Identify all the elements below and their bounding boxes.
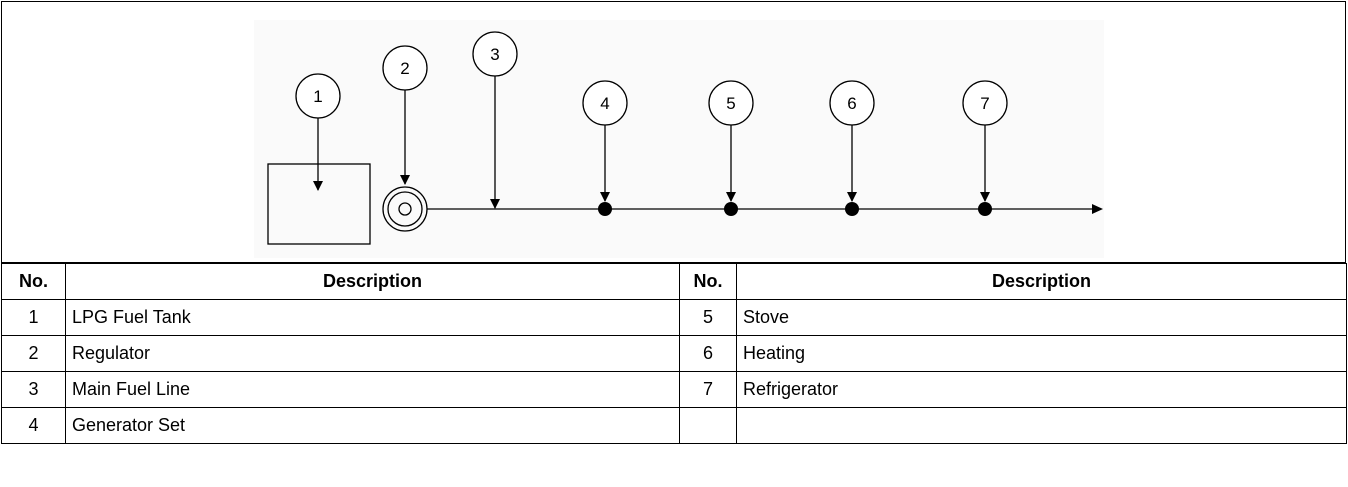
callout-2-label: 2 <box>400 59 409 78</box>
callout-1: 1 <box>295 73 341 191</box>
lpg-system-diagram: 1 2 3 4 <box>267 31 1103 245</box>
legend-row: 2 Regulator 6 Heating <box>1 335 1347 372</box>
legend-header-row: No. Description No. Description <box>1 263 1347 300</box>
legend-description: LPG Fuel Tank <box>65 299 680 336</box>
callout-6-label: 6 <box>847 94 856 113</box>
regulator-shape <box>382 186 428 232</box>
callout-5: 5 <box>708 80 754 202</box>
flow-arrowhead <box>1092 204 1103 214</box>
junction-dot-heating <box>845 202 859 216</box>
junction-dot-refrigerator <box>978 202 992 216</box>
header-description-left: Description <box>65 263 680 300</box>
fuel-tank-shape <box>267 163 371 245</box>
junction-dot-stove <box>724 202 738 216</box>
legend-description: Refrigerator <box>736 371 1347 408</box>
legend-number: 4 <box>1 407 66 444</box>
legend-number: 6 <box>679 335 737 372</box>
header-no-left: No. <box>1 263 66 300</box>
callout-1-label: 1 <box>313 87 322 106</box>
callout-2: 2 <box>382 45 428 185</box>
callout-3: 3 <box>472 31 518 209</box>
legend-description: Generator Set <box>65 407 680 444</box>
legend-row: 1 LPG Fuel Tank 5 Stove <box>1 299 1347 336</box>
callout-5-label: 5 <box>726 94 735 113</box>
legend-number: 2 <box>1 335 66 372</box>
legend-description: Stove <box>736 299 1347 336</box>
legend-description: Heating <box>736 335 1347 372</box>
legend-row: 3 Main Fuel Line 7 Refrigerator <box>1 371 1347 408</box>
callout-7-label: 7 <box>980 94 989 113</box>
legend-number: 5 <box>679 299 737 336</box>
legend-description: Regulator <box>65 335 680 372</box>
legend-description <box>736 407 1347 444</box>
legend-description: Main Fuel Line <box>65 371 680 408</box>
legend-number <box>679 407 737 444</box>
callout-4-label: 4 <box>600 94 609 113</box>
junction-dot-generator <box>598 202 612 216</box>
legend-number: 7 <box>679 371 737 408</box>
legend-number: 1 <box>1 299 66 336</box>
callout-3-label: 3 <box>490 45 499 64</box>
header-no-right: No. <box>679 263 737 300</box>
diagram-panel: 1 2 3 4 <box>1 1 1346 263</box>
legend-table: No. Description No. Description 1 LPG Fu… <box>1 263 1347 444</box>
legend-number: 3 <box>1 371 66 408</box>
legend-row: 4 Generator Set <box>1 407 1347 444</box>
header-description-right: Description <box>736 263 1347 300</box>
callout-4: 4 <box>582 80 628 202</box>
callout-6: 6 <box>829 80 875 202</box>
callout-7: 7 <box>962 80 1008 202</box>
